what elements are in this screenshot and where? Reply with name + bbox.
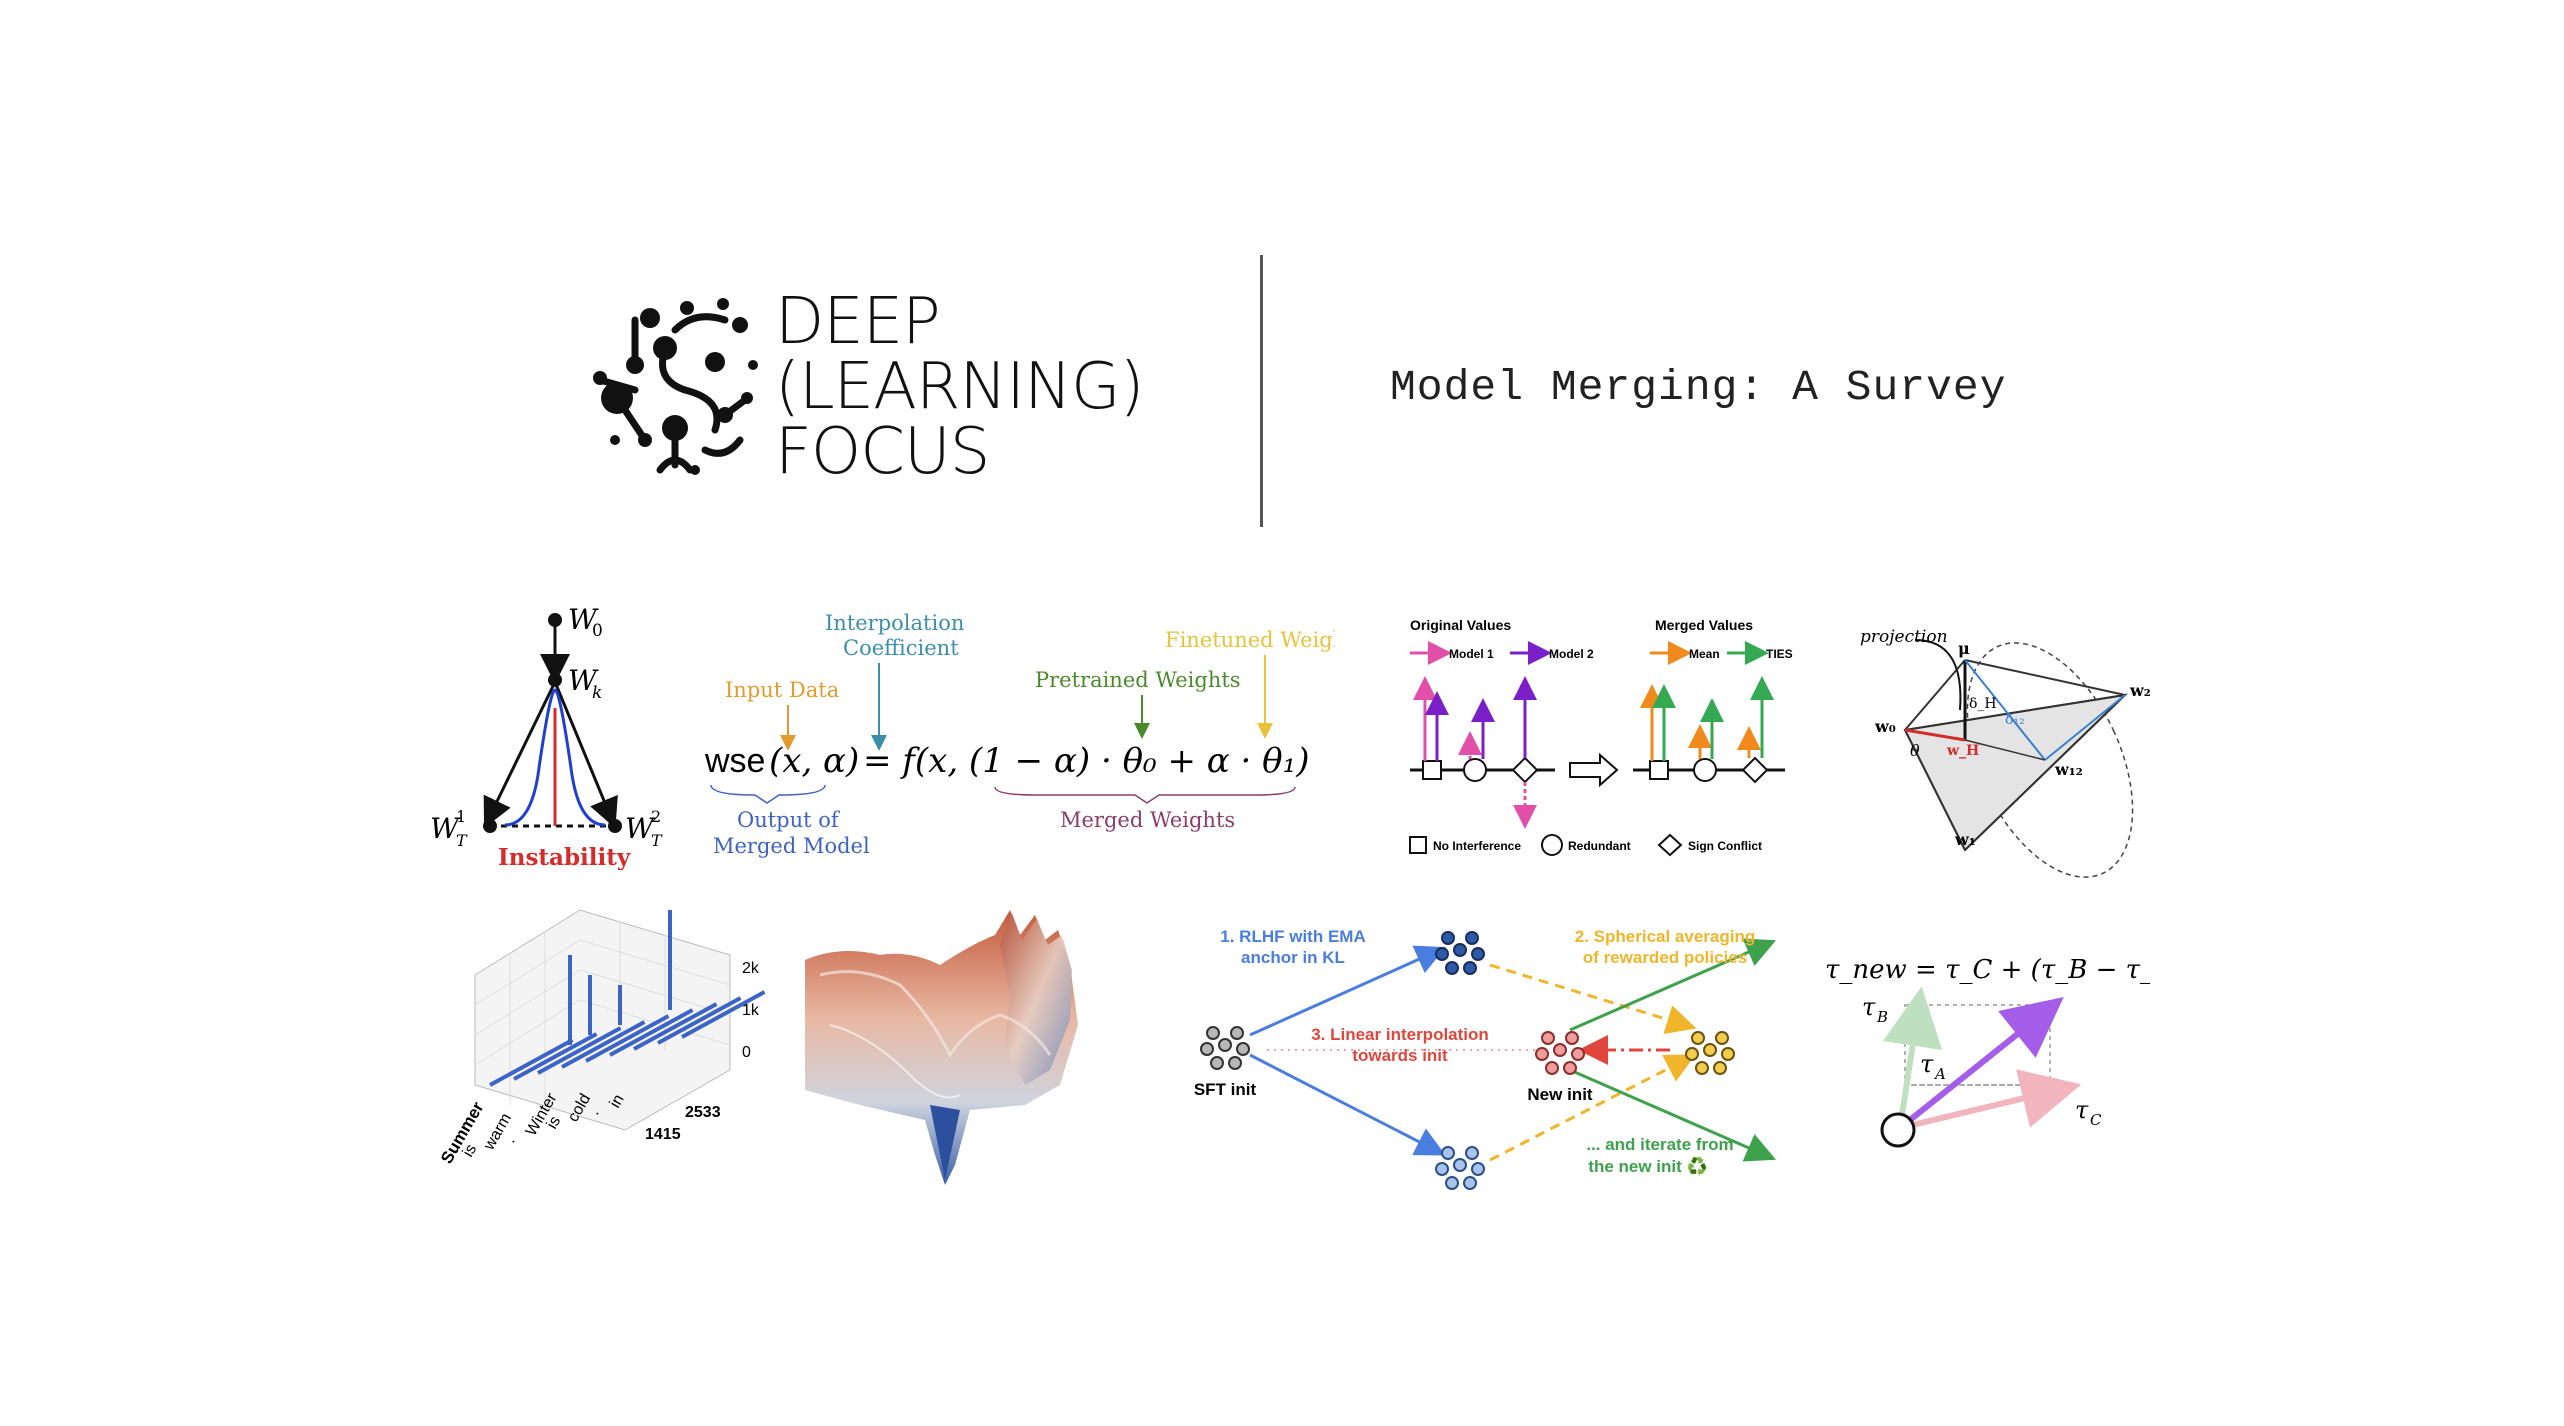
instability-figure: W 0 W k W 1 T W 2 T Instability	[430, 603, 663, 871]
warp-diagram: 1. RLHF with EMA anchor in KL 2. Spheric…	[1194, 927, 1777, 1190]
tau-c-label: τ	[2075, 1096, 2089, 1124]
policy-bottom-network-icon	[1435, 1146, 1485, 1190]
instability-caption: Instability	[498, 844, 631, 871]
ties-merging-figure: Original Values Merged Values Model 1 Mo…	[1409, 617, 1793, 857]
w1-label: w₁	[1954, 830, 1976, 849]
equation-rhs: = f(x, (1 − α) · θ₀ + α · θ₁)	[863, 741, 1310, 781]
bar-row-0	[489, 1038, 574, 1087]
wt2-sub: T	[651, 831, 663, 850]
x-tick-5: is	[544, 1113, 565, 1132]
merged-values-title: Merged Values	[1655, 617, 1753, 633]
bar-row-8	[681, 990, 766, 1039]
x-tick-2: warm	[480, 1111, 515, 1154]
step1-line2: anchor in KL	[1241, 948, 1345, 967]
task-equation: τ_new = τ_C + (τ_B − τ_A)	[1825, 955, 2150, 985]
z-tick-0: 0	[742, 1044, 751, 1061]
mu-label: μ	[1958, 639, 1970, 658]
merged-label: Merged Weights	[1060, 808, 1235, 832]
output-label-1: Output of	[737, 808, 841, 832]
key-sign-conflict: Sign Conflict	[1688, 839, 1762, 853]
legend-mean: Mean	[1689, 647, 1720, 661]
projection-label: projection	[1860, 627, 1948, 647]
step4-line2: the new init ♻️	[1588, 1156, 1707, 1176]
key-redundant: Redundant	[1568, 839, 1631, 853]
wt1-sub: T	[456, 831, 468, 850]
y-tick-1415: 1415	[645, 1126, 681, 1143]
wk-sub: k	[592, 683, 602, 703]
finetuned-label: Finetuned Weights	[1165, 628, 1335, 652]
equation-fn: wse	[704, 742, 765, 780]
w0-label: w₀	[1874, 717, 1896, 736]
legend-ties: TIES	[1766, 647, 1793, 661]
bar-row-1	[513, 1032, 598, 1081]
wt1-sup: 1	[456, 807, 466, 826]
bar-row-7	[657, 996, 742, 1045]
pretrained-label: Pretrained Weights	[1035, 668, 1241, 692]
original-values-title: Original Values	[1410, 617, 1511, 633]
sft-init-network-icon	[1200, 1026, 1250, 1070]
step4-line1: ... and iterate from	[1586, 1135, 1733, 1154]
z-tick-2k: 2k	[742, 960, 760, 977]
interp-label-1: Interpolation	[825, 611, 964, 635]
legend-model1: Model 1	[1449, 647, 1494, 661]
bar-row-3	[561, 1020, 646, 1069]
wt1-label: W	[430, 812, 461, 845]
theta-label: θ	[1910, 741, 1920, 760]
new-init-label: New init	[1527, 1085, 1593, 1104]
interp-label-2: Coefficient	[843, 636, 959, 660]
step1-line1: 1. RLHF with EMA	[1220, 927, 1365, 946]
bar-row-2	[537, 1026, 622, 1075]
brand-line-1: DEEP	[775, 285, 941, 359]
step3-line1: 3. Linear interpolation	[1311, 1025, 1489, 1044]
sft-init-label: SFT init	[1194, 1080, 1257, 1099]
w0-label: W	[568, 603, 599, 636]
wt2-label: W	[625, 812, 656, 845]
brand-line-3: FOCUS	[775, 415, 990, 489]
bar-row-4	[585, 1014, 670, 1063]
header-divider	[1260, 255, 1263, 527]
input-label: Input Data	[725, 678, 839, 702]
new-init-network-icon	[1535, 1031, 1585, 1075]
wt2-sup: 2	[651, 807, 661, 826]
averaged-policy-network-icon	[1685, 1031, 1735, 1075]
tau-b-sub: B	[1876, 1008, 1888, 1026]
policy-top-network-icon	[1435, 931, 1485, 975]
wse-equation-figure: Interpolation Coefficient Input Data Fin…	[704, 611, 1335, 858]
tau-b-label: τ	[1862, 993, 1876, 1021]
neural-node-logo-icon	[593, 298, 758, 475]
step2-line1: 2. Spherical averaging	[1575, 927, 1755, 946]
z-tick-1k: 1k	[742, 1002, 760, 1019]
delta-12-label: δ₁₂	[2005, 712, 2025, 728]
output-label-2: Merged Model	[713, 834, 870, 858]
bars-group	[489, 910, 766, 1087]
x-tick-3: .	[502, 1134, 519, 1146]
key-no-interference: No Interference	[1433, 839, 1521, 853]
equation-args: (x, α)	[769, 741, 859, 781]
x-tick-1: is	[460, 1141, 481, 1160]
brand-line-2: (LEARNING)	[775, 350, 1144, 424]
step2-line2: of rewarded policies	[1583, 948, 1747, 967]
wk-label: W	[568, 664, 599, 697]
bar-row-5	[609, 1008, 694, 1057]
task-arithmetic-figure: τ_new = τ_C + (τ_B − τ_A) τ B τ A τ C	[1825, 955, 2150, 1148]
tau-a-label: τ	[1920, 1050, 1934, 1078]
instability-curve	[504, 688, 606, 827]
loss-landscape-surface-icon	[805, 910, 1078, 1185]
page-title: Model Merging: A Survey	[1390, 363, 2007, 412]
step3-line2: towards init	[1352, 1046, 1448, 1065]
bar-row-6	[633, 1002, 718, 1051]
x-tick-0: Summer	[437, 1098, 488, 1167]
w0-sub: 0	[592, 621, 603, 641]
legend-model2: Model 2	[1549, 647, 1594, 661]
wh-label: w_H	[1946, 743, 1979, 759]
tau-c-sub: C	[2090, 1111, 2102, 1129]
w12-label: w₁₂	[2054, 760, 2083, 779]
w2-label: w₂	[2129, 681, 2151, 700]
y-tick-2533: 2533	[685, 1104, 721, 1121]
delta-h-label: δ_H	[1969, 696, 1997, 712]
projection-figure: projection μ w₀ w₂ w₁ w₁₂ w_H δ_H δ₁₂ θ	[1860, 627, 2151, 878]
tau-a-sub: A	[1933, 1065, 1946, 1083]
